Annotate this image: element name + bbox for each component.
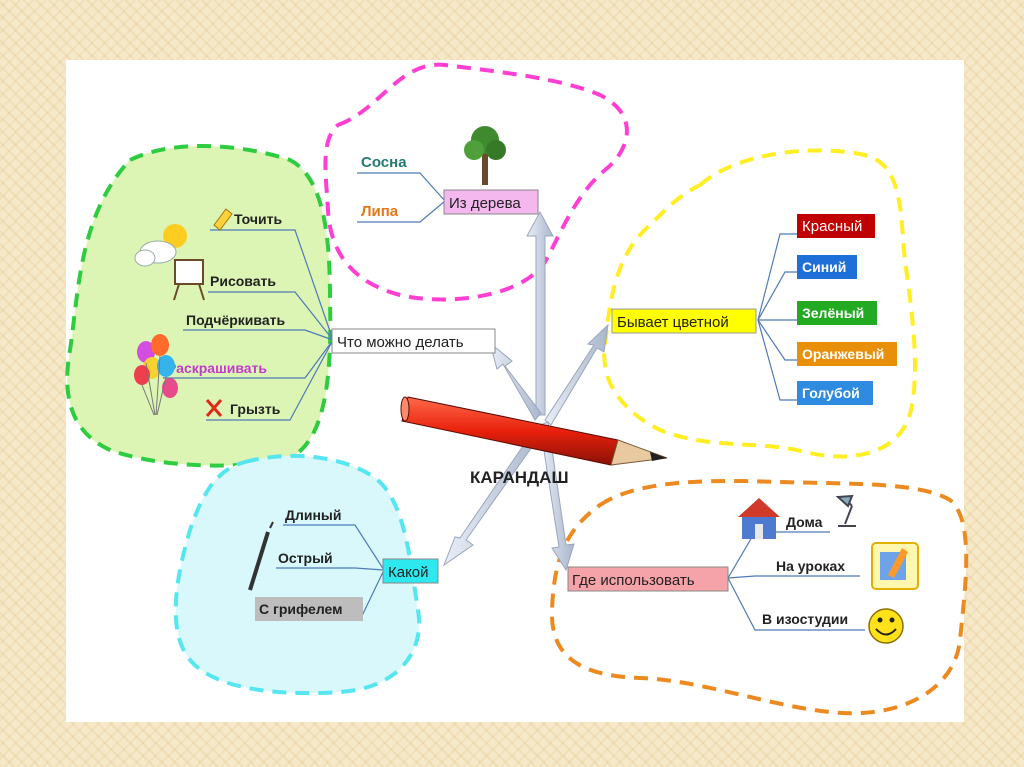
where-item-studio: В изостудии [762, 611, 848, 627]
svg-text:Синий: Синий [802, 259, 846, 275]
hub-wood[interactable]: Из дерева [443, 189, 539, 215]
where-item-lessons: На уроках [776, 558, 845, 574]
balloons-icon [134, 334, 178, 416]
cloud-where [549, 478, 969, 716]
hub-what[interactable]: Какой [382, 558, 439, 584]
hub-where[interactable]: Где использовать [567, 566, 729, 592]
color-item-green: Зелёный [797, 301, 877, 325]
wood-item-pine: Сосна [361, 154, 407, 171]
arrow-to-wood [526, 210, 554, 416]
branch-lines-actions [163, 229, 334, 421]
connector-arrows [442, 210, 609, 572]
hub-colored-label: Бывает цветной [617, 314, 729, 331]
action-item-color-in: Раскрашивать [167, 360, 267, 376]
what-item-lead: С грифелем [255, 597, 363, 621]
svg-text:Красный: Красный [802, 218, 862, 235]
center-title: КАРАНДАШ [470, 468, 569, 487]
hub-what-label: Какой [388, 564, 429, 581]
where-item-home: Дома [786, 514, 823, 530]
tree-icon [464, 126, 506, 185]
arrow-to-colored [544, 323, 609, 426]
hub-actions-label: Что можно делать [337, 334, 464, 351]
branch-lines-wood [357, 172, 446, 223]
color-item-orange: Оранжевый [797, 342, 897, 366]
sun-cloud-icon [134, 224, 187, 267]
svg-text:Оранжевый: Оранжевый [802, 346, 884, 362]
easel-icon [173, 259, 205, 301]
color-item-light-blue: Голубой [797, 381, 873, 405]
action-item-draw: Рисовать [210, 273, 276, 289]
action-item-gnaw: Грызть [230, 401, 281, 417]
hub-where-label: Где использовать [572, 572, 695, 589]
house-icon [738, 498, 780, 539]
smiley-icon [868, 608, 904, 644]
hub-wood-label: Из дерева [449, 195, 521, 212]
svg-text:Зелёный: Зелёный [802, 305, 864, 321]
arrow-to-actions [489, 341, 542, 421]
color-item-blue: Синий [797, 255, 857, 279]
action-item-sharpen: Точить [234, 211, 282, 227]
cloud-what [173, 453, 422, 696]
pencil-sharpen-icon [213, 208, 233, 231]
what-item-sharp: Острый [278, 550, 333, 566]
notebook-pencil-icon [871, 542, 919, 590]
svg-text:С грифелем: С грифелем [259, 601, 343, 617]
syringe-icon [248, 521, 274, 591]
hub-actions[interactable]: Что можно делать [331, 328, 496, 354]
desk-lamp-icon [835, 494, 856, 527]
pencil-illustration [400, 396, 668, 466]
what-item-long: Длиный [285, 507, 342, 523]
svg-text:Голубой: Голубой [802, 385, 860, 401]
hub-colored[interactable]: Бывает цветной [611, 308, 757, 334]
cross-out-icon [205, 399, 223, 417]
cloud-wood [323, 62, 629, 302]
wood-item-linden: Липа [361, 203, 399, 220]
branch-lines-colored [757, 233, 798, 401]
color-item-red: Красный [797, 214, 875, 238]
action-item-underline: Подчёркивать [186, 312, 285, 328]
